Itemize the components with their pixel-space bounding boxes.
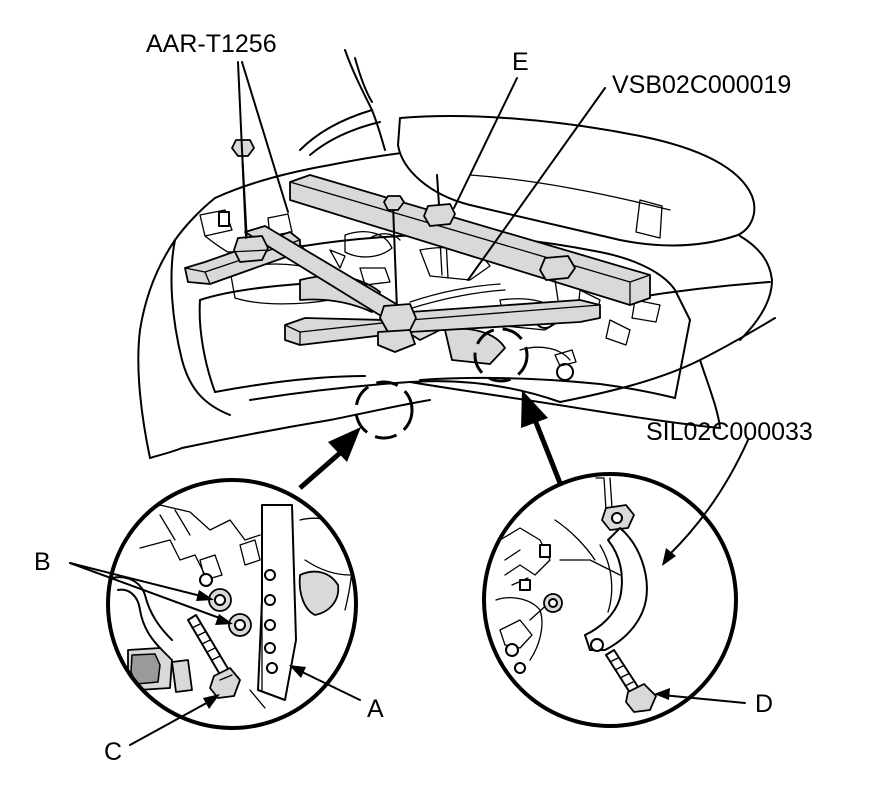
callout-leaders: [69, 562, 746, 746]
detail-view-left: [106, 478, 358, 730]
label-sil: SIL02C000033: [646, 418, 813, 446]
label-c: C: [104, 738, 122, 766]
label-e: E: [512, 48, 529, 76]
label-aar-t1256: AAR-T1256: [146, 30, 277, 58]
label-vsb: VSB02C000019: [612, 71, 791, 99]
leader-lines: [237, 61, 749, 566]
detail-view-right: [482, 472, 738, 728]
label-b: B: [34, 548, 51, 576]
label-a: A: [367, 695, 384, 723]
label-d: D: [755, 690, 773, 718]
engine-support-tool: [184, 139, 651, 353]
detail-circle-left: [354, 380, 414, 440]
detail-circle-right: [473, 327, 529, 383]
